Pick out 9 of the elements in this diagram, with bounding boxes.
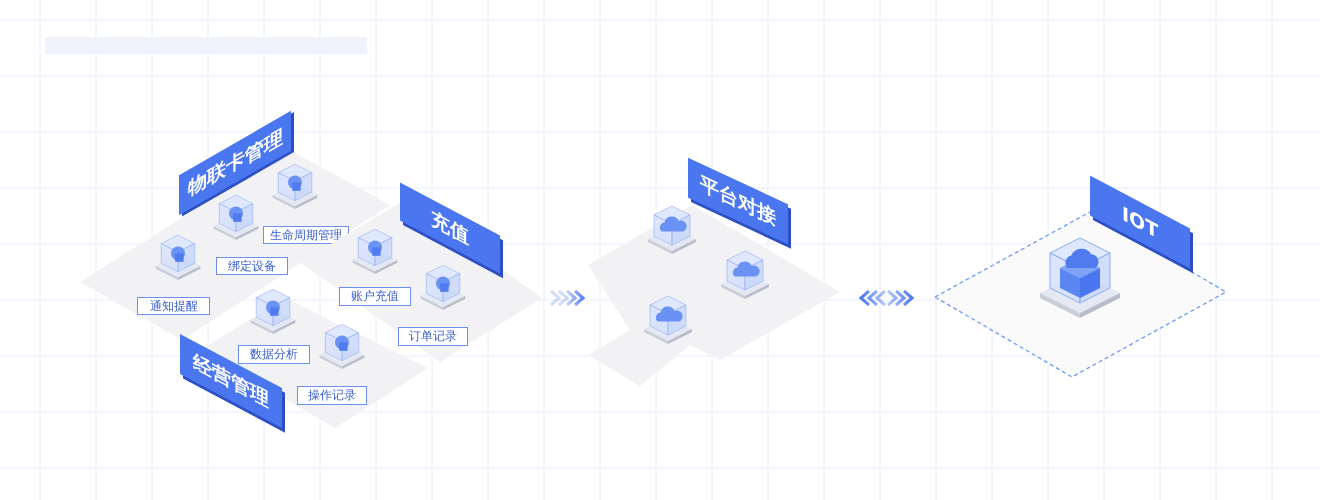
item-label: 数据分析 [238,345,310,364]
item-label: 绑定设备 [216,257,288,275]
item-label: 订单记录 [398,327,468,346]
item-label: 操作记录 [297,386,367,405]
item-label: 账户充值 [339,287,411,306]
item-label: 生命周期管理 [263,226,349,244]
chevron-arrow [549,289,586,307]
item-label: 通知提醒 [137,297,210,315]
chevron-arrow [858,289,915,307]
